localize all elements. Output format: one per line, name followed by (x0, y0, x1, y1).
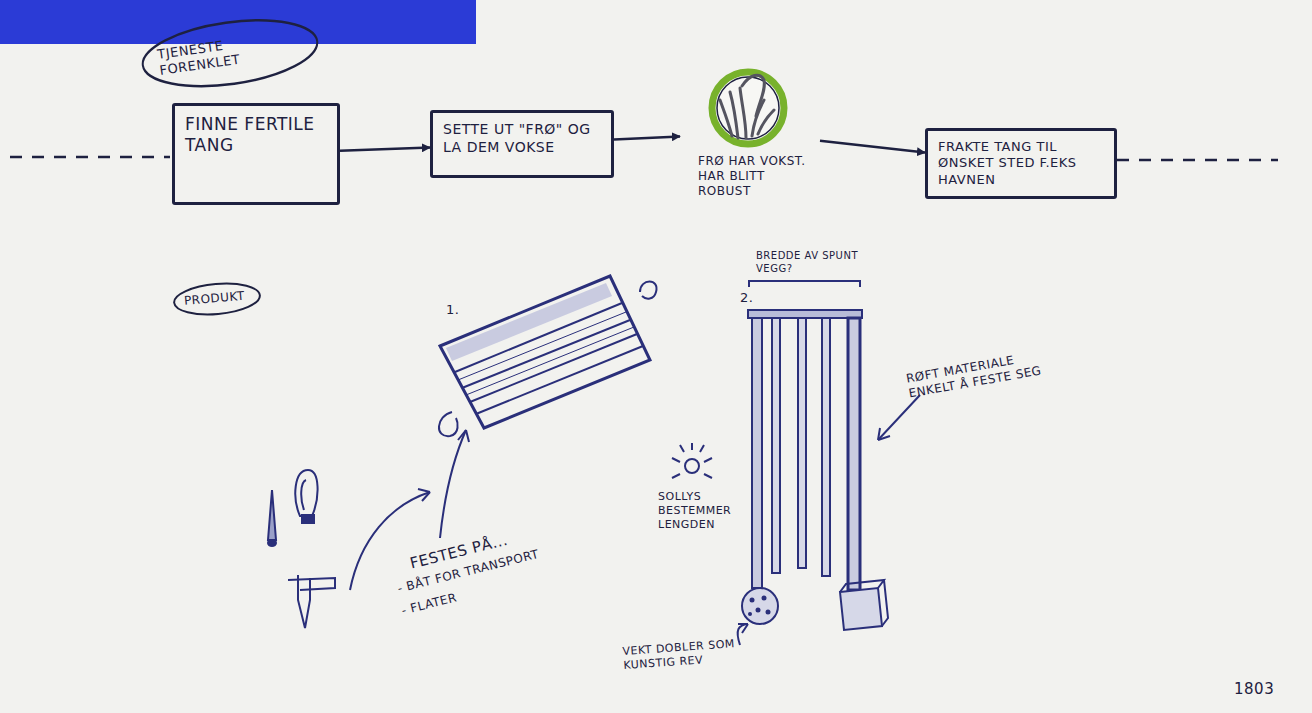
process-box: FRAKTE TANG TIL ØNSKET STED F.EKS HAVNEN (925, 128, 1117, 199)
note-label: 1803 (1234, 680, 1274, 699)
heading-oval: PRODUKT (171, 278, 264, 320)
process-box: SETTE UT "FRØ" OG LA DEM VOKSE (430, 110, 614, 178)
seaweed-mat (439, 276, 657, 436)
note-label: 1. (446, 302, 459, 318)
leader-lines (350, 430, 469, 590)
note-label: SOLLYS BESTEMMER LENGDEN (658, 490, 740, 531)
note-label: BREDDE AV SPUNT VEGG? (756, 250, 876, 275)
note-label: 2. (740, 290, 753, 306)
flow-arrow (614, 136, 680, 139)
illustration-circle: FRØ HAR VOKST. HAR BLITT ROBUST (680, 66, 820, 200)
flow-arrow (340, 147, 430, 150)
flow-continuation (10, 157, 1278, 160)
node-text: PRODUKT (183, 288, 250, 309)
fastener-symbols (268, 470, 335, 628)
process-box: FINNE FERTILE TANG (172, 103, 340, 205)
node-text: SETTE UT "FRØ" OG LA DEM VOKSE (443, 121, 601, 156)
note-label: VEKT DOBLER SOM KUNSTIG REV (622, 637, 744, 673)
note-label: RØFT MATERIALE ENKELT Å FESTE SEG (905, 348, 1048, 402)
node-text: FRØ HAR VOKST. HAR BLITT ROBUST (698, 154, 820, 199)
node-text: FINNE FERTILE TANG (185, 114, 327, 157)
seaweed-curtain (672, 281, 920, 645)
flow-arrow (820, 141, 925, 153)
node-text: FRAKTE TANG TIL ØNSKET STED F.EKS HAVNEN (938, 139, 1104, 188)
